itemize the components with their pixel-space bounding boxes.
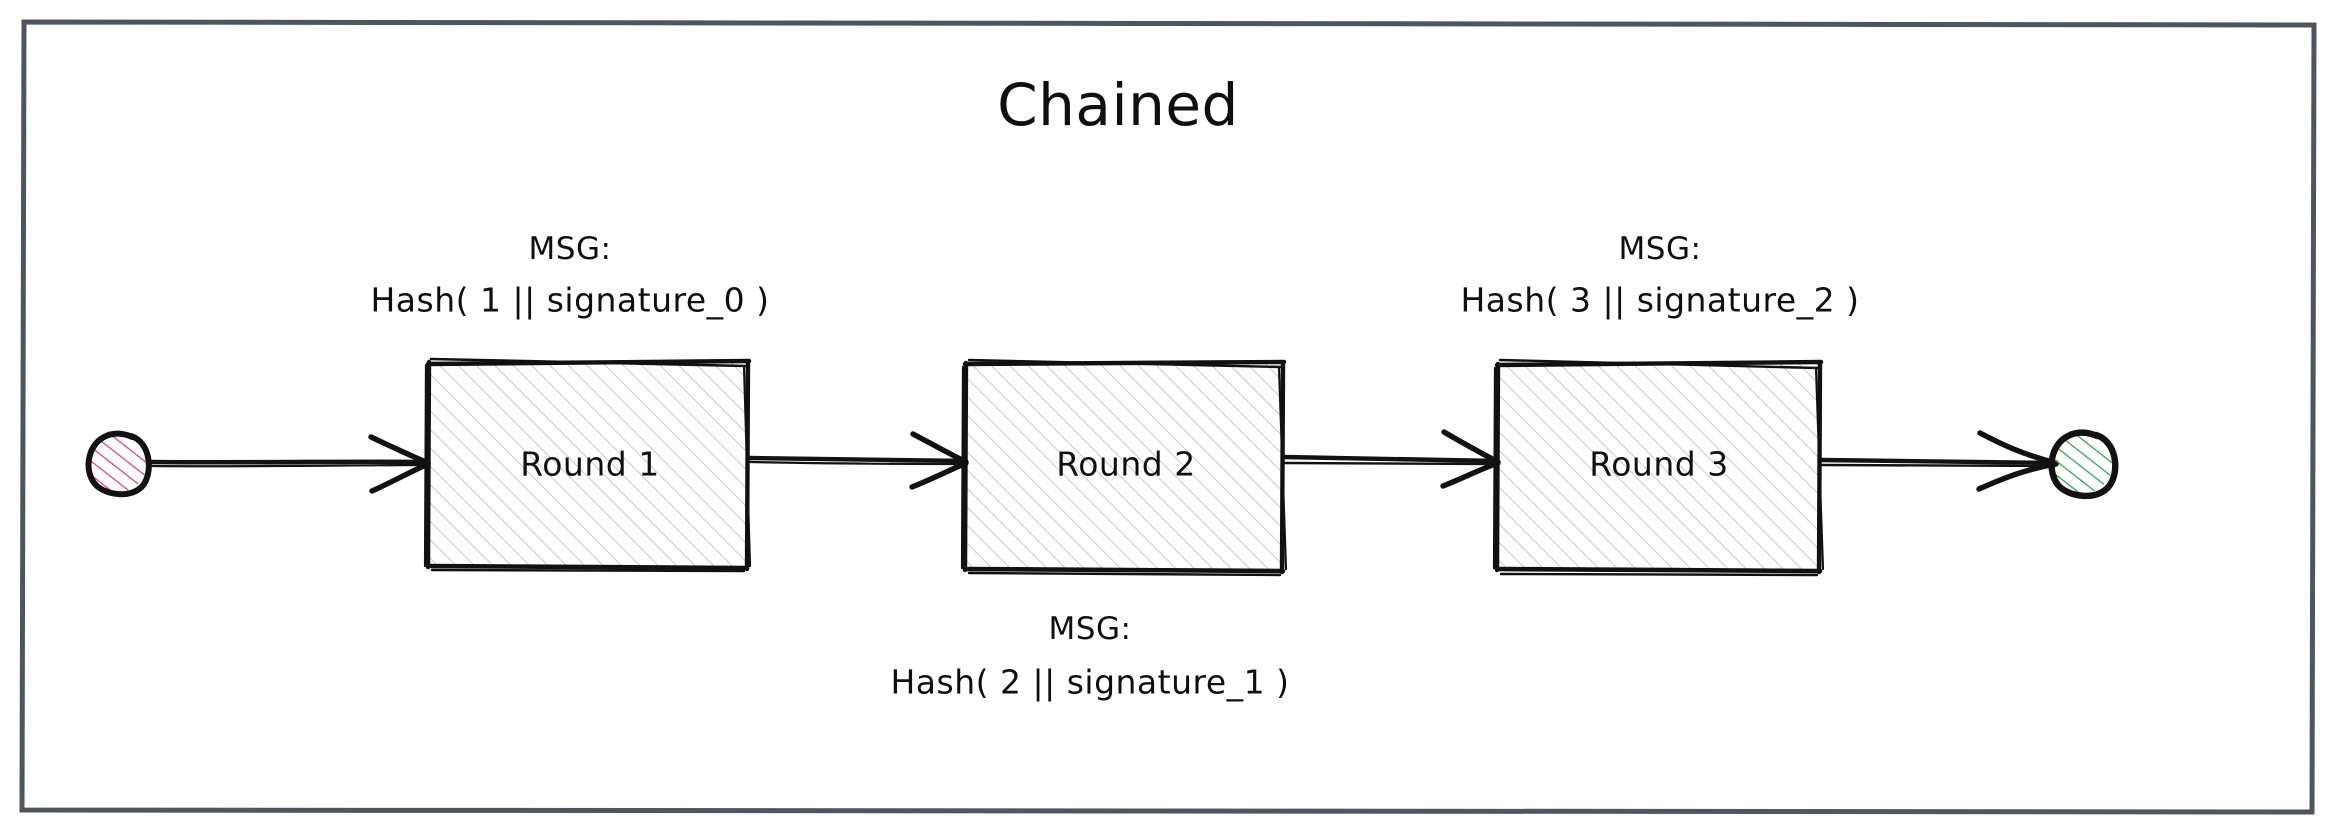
msg-label-3-body: Hash( 3 || signature_2 ) xyxy=(1460,280,1860,320)
msg-label-2-body: Hash( 2 || signature_1 ) xyxy=(890,662,1290,702)
node-start[interactable] xyxy=(85,430,152,498)
diagram-title: Chained xyxy=(997,71,1239,139)
msg-label-1-head: MSG: xyxy=(528,231,612,267)
edge-round2-to-round3 xyxy=(1281,429,1501,489)
node-end[interactable] xyxy=(2048,429,2119,500)
node-round1-label: Round 1 xyxy=(520,444,660,484)
edge-round1-to-round2 xyxy=(747,431,969,490)
node-round3-label: Round 3 xyxy=(1589,444,1729,484)
node-round2-label: Round 2 xyxy=(1056,444,1196,484)
edge-start-to-round1 xyxy=(146,434,431,494)
edge-round3-to-end xyxy=(1819,430,2059,492)
msg-label-3-head: MSG: xyxy=(1618,231,1702,267)
msg-label-2-head: MSG: xyxy=(1048,611,1132,647)
msg-label-1-body: Hash( 1 || signature_0 ) xyxy=(370,280,770,320)
